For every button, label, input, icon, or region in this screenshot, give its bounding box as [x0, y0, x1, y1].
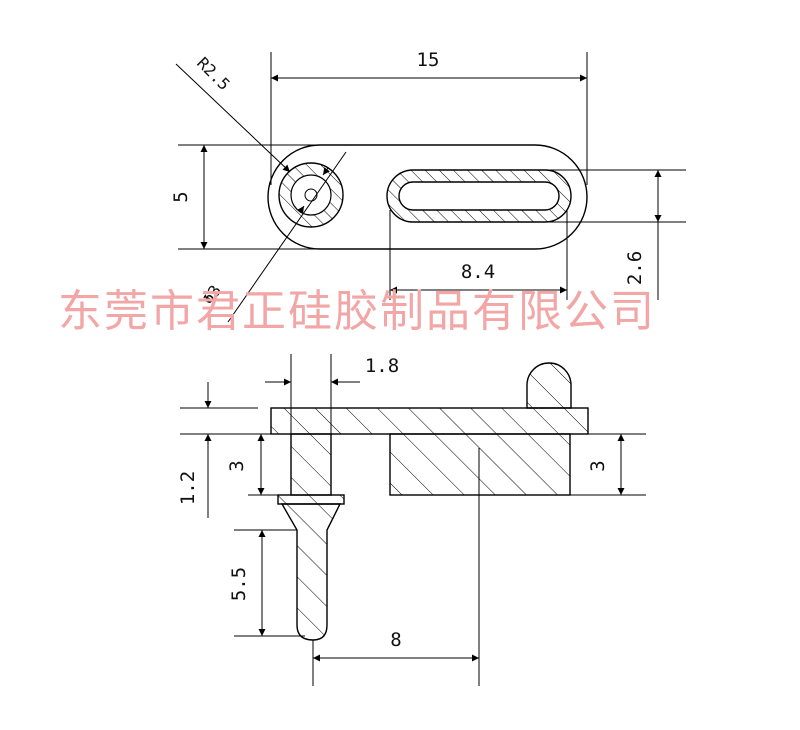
- top-view: 15 5 R2.5 Φ3 8.4 2.6: [170, 49, 686, 323]
- side-knob: [526, 362, 572, 409]
- top-body-outline: [267, 144, 588, 250]
- company-watermark: 东莞市君正硅胶制品有限公司: [58, 286, 656, 337]
- side-collar: [277, 494, 345, 505]
- diameter-arrow-a: [297, 205, 305, 214]
- dim-slot-length: 8.4: [461, 261, 495, 283]
- diameter-leader: [227, 151, 347, 323]
- side-pin-lower: [280, 503, 342, 641]
- side-view: 1.8 1.2 3 5.5 3 8: [177, 354, 646, 686]
- hole-ring-inner: [290, 174, 332, 216]
- hole-center: [304, 188, 318, 202]
- side-block: [389, 433, 571, 496]
- dim-flange-thickness: 1.2: [177, 471, 199, 505]
- diameter-arrow-b: [322, 167, 330, 176]
- dim-top-width: 15: [417, 49, 440, 71]
- dim-top-height: 5: [170, 191, 192, 202]
- dim-pin-width: 1.8: [365, 355, 399, 377]
- side-pin-upper: [290, 433, 332, 496]
- side-flange: [270, 407, 589, 435]
- radius-leader: [175, 63, 291, 173]
- dim-pin-upper: 3: [226, 460, 248, 471]
- dim-slot-width: 2.6: [624, 251, 646, 285]
- dim-block-height: 3: [587, 460, 609, 471]
- dim-radius: R2.5: [193, 53, 234, 94]
- slot-ring: [386, 169, 572, 223]
- dim-center-distance: 8: [390, 629, 401, 651]
- dim-pin-lower: 5.5: [228, 567, 250, 601]
